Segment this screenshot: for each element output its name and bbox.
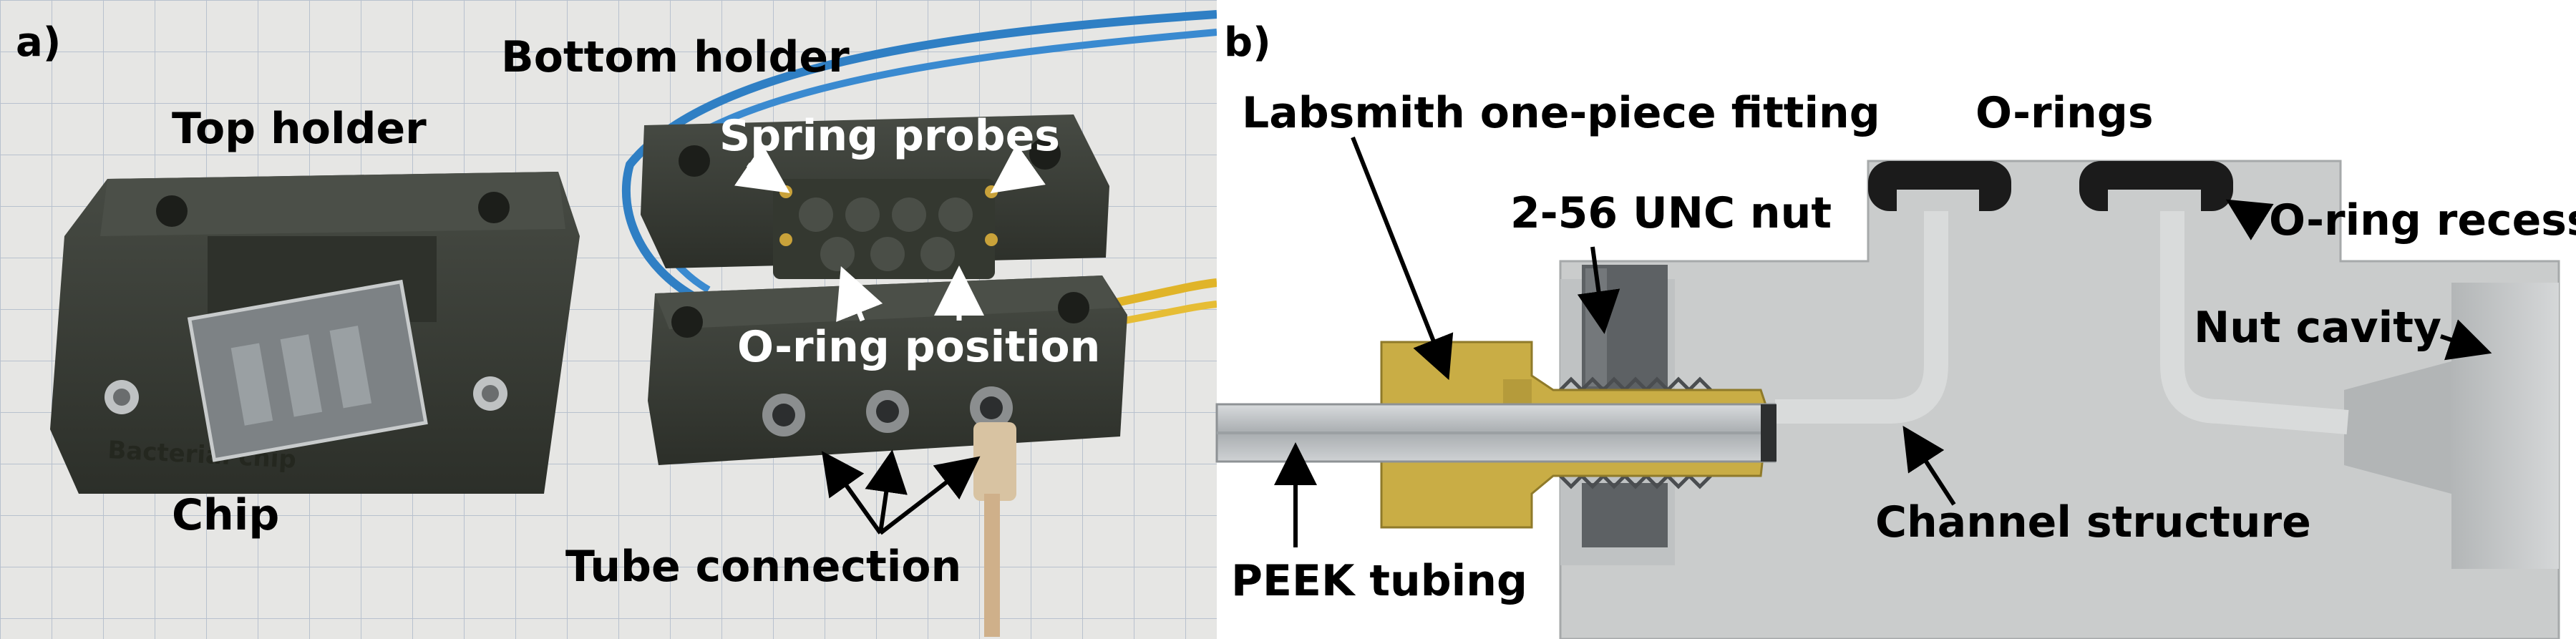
label-chip: Chip bbox=[172, 490, 279, 540]
panel-b-letter: b) bbox=[1224, 19, 1271, 66]
oring-right bbox=[2079, 161, 2233, 211]
oring-left bbox=[1868, 161, 2011, 211]
tube-port bbox=[762, 394, 805, 436]
label-bottom-holder: Bottom holder bbox=[501, 32, 850, 82]
label-unc-nut: 2-56 UNC nut bbox=[1510, 188, 1832, 238]
thread-profile bbox=[1559, 376, 1712, 393]
channel-structure bbox=[1775, 172, 2349, 434]
peek-fitting-photo bbox=[973, 422, 1016, 637]
label-oring-recess: O-ring recess bbox=[2269, 195, 2576, 245]
spring-probe bbox=[985, 233, 998, 246]
panel-a-letter: a) bbox=[16, 19, 61, 66]
label-top-holder: Top holder bbox=[172, 104, 427, 154]
label-orings: O-rings bbox=[1975, 88, 2154, 138]
label-oring-position: O-ring position bbox=[737, 322, 1100, 372]
spring-probe bbox=[779, 233, 792, 246]
panel-b-arrows bbox=[1274, 136, 2492, 547]
label-nut-cavity: Nut cavity bbox=[2194, 303, 2441, 353]
tube-connection-arrows bbox=[822, 449, 981, 535]
oring-position-arrows bbox=[836, 265, 984, 322]
holder-block-section bbox=[1559, 160, 2560, 639]
spring-probe bbox=[985, 185, 998, 198]
panel-a: Bacterial chip bbox=[0, 0, 1217, 639]
chip bbox=[187, 279, 428, 462]
label-spring-probes: Spring probes bbox=[719, 111, 1060, 161]
nut-cavity bbox=[2344, 283, 2559, 569]
bottom-holder-lower bbox=[648, 275, 1127, 465]
label-peek-tubing: PEEK tubing bbox=[1231, 556, 1527, 606]
panel-b: b) Labsmith one-piece fitting O-rings 2-… bbox=[1215, 0, 2576, 639]
label-tube-connection: Tube connection bbox=[565, 542, 961, 592]
spring-probes-arrows bbox=[734, 144, 1046, 194]
tube-port bbox=[970, 386, 1013, 429]
tube-port bbox=[866, 390, 909, 433]
label-channel-structure: Channel structure bbox=[1875, 497, 2311, 547]
blue-wires bbox=[621, 10, 1217, 305]
label-labsmith-fitting: Labsmith one-piece fitting bbox=[1242, 88, 1880, 138]
